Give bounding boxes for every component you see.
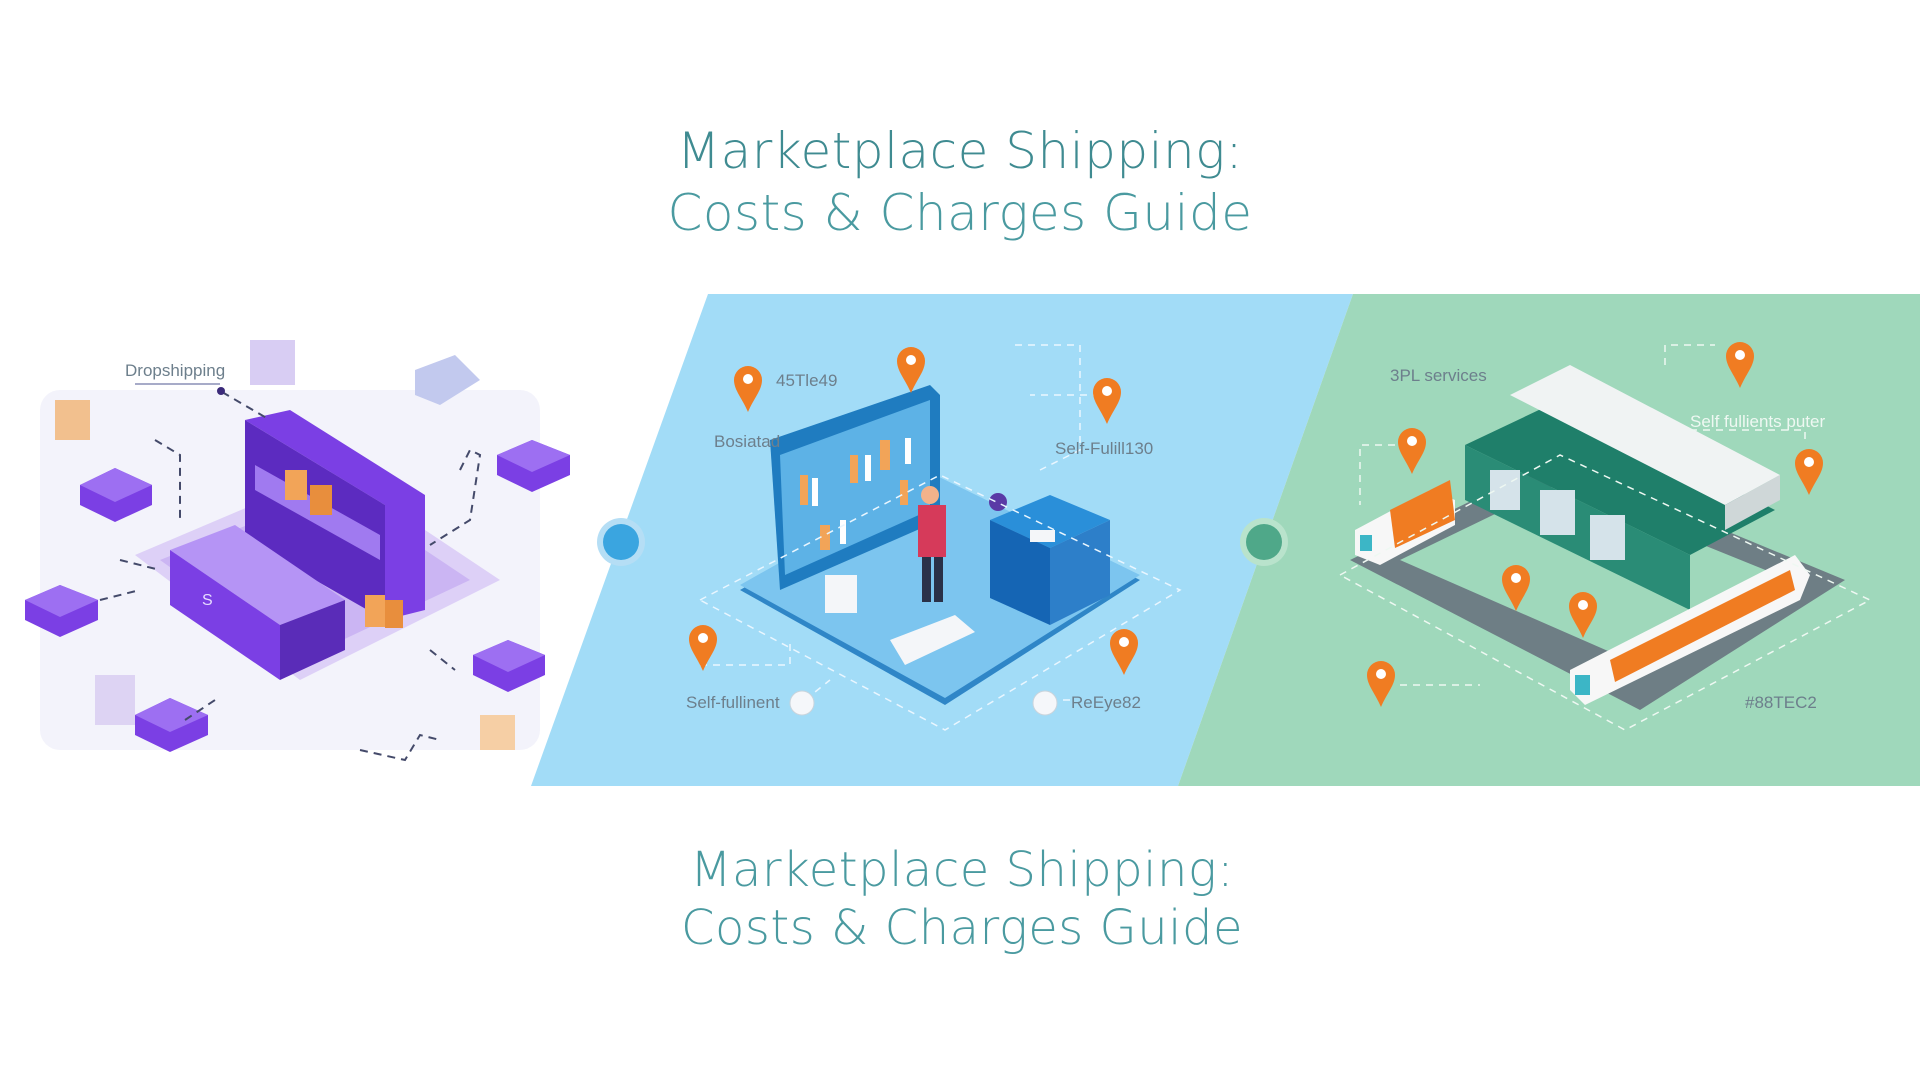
map-pin-icon <box>1795 449 1823 495</box>
map-pin-icon <box>1726 342 1754 388</box>
header-title-line2: Costs & Charges Guide <box>667 184 1253 242</box>
footer-title-line1: Marketplace Shipping: <box>690 842 1234 898</box>
3pl-label-1: 3PL services <box>1390 366 1487 385</box>
dropshipping-scene: S Dropshipping <box>25 340 570 762</box>
sf-label-2: Bosiatad <box>714 432 780 451</box>
map-pin-dot <box>1119 637 1129 647</box>
self-fulfillment-scene: 45Tle49 Bosiatad Self-Fulill130 Self-ful… <box>686 344 1182 731</box>
3pl-label-3: #88TEC2 <box>1745 693 1817 712</box>
map-pin-icon <box>1398 428 1426 474</box>
map-pin-dot <box>743 374 753 384</box>
map-pin-dot <box>1407 436 1417 446</box>
map-pin-dot <box>698 633 708 643</box>
map-pin-icon <box>1502 565 1530 611</box>
sf-label-1: 45Tle49 <box>776 371 837 390</box>
3pl-label-2: Self fullients puter <box>1690 412 1825 431</box>
map-pin-icon <box>689 625 717 671</box>
map-pin-icon <box>897 347 925 393</box>
third-party-scene: 3PL services Self fullients puter #88TEC… <box>1338 344 1872 731</box>
map-pin-dot <box>906 355 916 365</box>
map-pin-dot <box>1376 669 1386 679</box>
map-pin-icon <box>1367 661 1395 707</box>
map-pin-icon <box>734 366 762 412</box>
footer-title-line2: Costs & Charges Guide <box>681 900 1243 956</box>
map-pin-dot <box>1804 457 1814 467</box>
map-pin-dot <box>1578 600 1588 610</box>
sf-label-3: Self-Fulill130 <box>1055 439 1153 458</box>
map-pin-icon <box>1569 592 1597 638</box>
map-pin-icon <box>1093 378 1121 424</box>
box-letter: S <box>202 592 213 609</box>
header-title-line1: Marketplace Shipping: <box>676 122 1244 180</box>
map-pin-dot <box>1102 386 1112 396</box>
map-pin-dot <box>1511 573 1521 583</box>
map-pin-icon <box>1110 629 1138 675</box>
map-pin-dot <box>1735 350 1745 360</box>
sf-label-4: Self-fullinent <box>686 693 780 712</box>
dropshipping-label: Dropshipping <box>125 361 225 380</box>
location-pins <box>689 342 1823 707</box>
sf-label-5: ReEye82 <box>1071 693 1141 712</box>
